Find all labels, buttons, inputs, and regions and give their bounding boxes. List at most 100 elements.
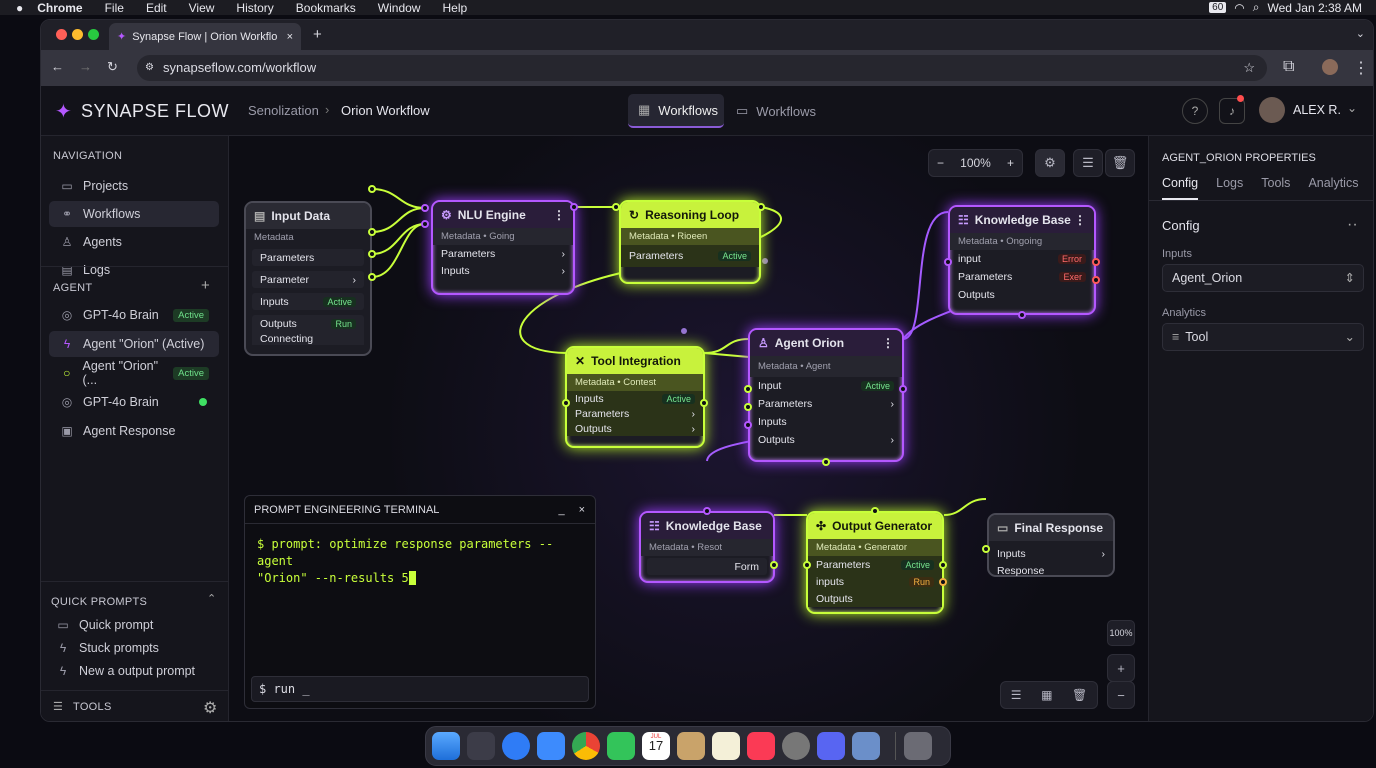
port[interactable] (770, 561, 778, 569)
node-row[interactable]: Response (989, 562, 1113, 579)
port[interactable] (368, 185, 376, 193)
menu-window[interactable]: Window (377, 0, 421, 15)
tab-tools[interactable]: Tools (1261, 176, 1291, 190)
port[interactable] (822, 458, 830, 466)
node-reasoning-loop[interactable]: ↻Reasoning Loop Metadata • Rioeen Parame… (619, 200, 761, 284)
sidebar-agent-orion[interactable]: ○Agent "Orion" (...Active (49, 359, 219, 387)
profile-avatar[interactable] (1322, 59, 1338, 75)
port[interactable] (1092, 258, 1100, 266)
tab-logs[interactable]: Logs (1216, 176, 1244, 190)
system-settings-icon[interactable] (782, 732, 810, 760)
add-agent-button[interactable]: + (201, 277, 210, 294)
minimize-window-button[interactable] (72, 29, 83, 40)
preview-icon[interactable] (852, 732, 880, 760)
launchpad-icon[interactable] (467, 732, 495, 760)
trash-icon[interactable]: 🗑 (1071, 688, 1088, 702)
node-row[interactable]: Outputs› (567, 421, 703, 436)
node-knowledge-base-2[interactable]: ☷Knowledge Base Metadata • Resot Form (639, 511, 775, 583)
node-row[interactable]: Inputs (750, 413, 902, 431)
music-icon[interactable] (747, 732, 775, 760)
port[interactable] (1092, 276, 1100, 284)
tab-workflows[interactable]: ▭Workflows (736, 94, 832, 128)
canvas-filter-button[interactable]: ☰ (1073, 149, 1103, 177)
menu-edit[interactable]: Edit (145, 0, 167, 15)
node-row[interactable]: Parameters (252, 249, 364, 266)
discord-icon[interactable] (817, 732, 845, 760)
port[interactable] (368, 250, 376, 258)
node-row[interactable]: Inputs› (433, 262, 573, 279)
trash-bin-icon[interactable] (904, 732, 932, 760)
port[interactable] (939, 561, 947, 569)
facetime-icon[interactable] (607, 732, 635, 760)
sidebar-agent-gpt4o-2[interactable]: ◎GPT-4o Brain (49, 389, 219, 415)
tab-analytics[interactable]: Analytics (1308, 176, 1359, 190)
node-output-generator[interactable]: ✣Output Generator Metadata • Generator P… (806, 511, 944, 614)
safari-icon[interactable] (502, 732, 530, 760)
quick-prompt-item[interactable]: ▭Quick prompt (45, 613, 220, 636)
tab-close-icon[interactable]: × (286, 30, 293, 43)
menu-view[interactable]: View (188, 0, 215, 15)
wifi-icon[interactable]: ◠ (1234, 0, 1245, 15)
port[interactable] (871, 507, 879, 515)
port[interactable] (744, 403, 752, 411)
close-window-button[interactable] (56, 29, 67, 40)
node-menu-icon[interactable]: ⋮ (1074, 213, 1086, 227)
terminal-input[interactable]: $ run _ (251, 676, 589, 702)
zoom-out-button[interactable]: − (937, 156, 945, 170)
port[interactable] (368, 273, 376, 281)
finder-icon[interactable] (432, 732, 460, 760)
extensions-icon[interactable]: ⧉ (1283, 58, 1295, 75)
node-input-data[interactable]: ▤Input Data Metadata Parameters Paramete… (244, 201, 372, 356)
app-logo-text[interactable]: SYNAPSE FLOW (81, 101, 230, 121)
port[interactable] (700, 399, 708, 407)
menubar-clock[interactable]: Wed Jan 2:38 AM (1267, 0, 1363, 15)
node-row[interactable]: Parameters› (433, 245, 573, 262)
zoom-in-button[interactable]: + (1006, 156, 1014, 170)
sidebar-item-agents[interactable]: ♙Agents (49, 229, 219, 255)
port[interactable] (1018, 311, 1026, 319)
zoom-window-button[interactable] (88, 29, 99, 40)
tools-label[interactable]: TOOLS (73, 701, 112, 713)
node-row[interactable]: Parameters› (750, 395, 902, 413)
tab-search-chevron-icon[interactable]: ⌄ (1355, 28, 1365, 40)
node-final-response[interactable]: ▭Final Response Inputs› Response (987, 513, 1115, 577)
port[interactable] (982, 545, 990, 553)
sidebar-agent-response[interactable]: ▣Agent Response (49, 418, 219, 444)
sidebar-item-logs[interactable]: ▤Logs (49, 257, 219, 283)
node-row[interactable]: Inputs› (989, 545, 1113, 562)
node-menu-icon[interactable]: ⋮ (553, 208, 565, 222)
bookmark-star-icon[interactable]: ☆ (1243, 60, 1255, 75)
port[interactable] (570, 203, 578, 211)
reload-button[interactable]: ↻ (107, 59, 118, 74)
port[interactable] (757, 203, 765, 211)
breadcrumb-parent[interactable]: Senolization (248, 103, 319, 118)
node-tool-integration[interactable]: ✕Tool Integration Metadata • Contest Inp… (565, 346, 705, 448)
notification-bell-icon[interactable]: ♪ (1219, 98, 1245, 124)
node-nlu-engine[interactable]: ⚙NLU Engine⋮ Metadata • Going Parameters… (431, 200, 575, 295)
url-field[interactable]: ⚙ synapseflow.com/workflow ☆ (137, 55, 1267, 81)
settings-gear-icon[interactable]: ⚙ (203, 700, 218, 717)
node-row[interactable]: Outputs (950, 286, 1094, 304)
sidebar-item-projects[interactable]: ▭Projects (49, 173, 219, 199)
user-avatar[interactable] (1259, 97, 1285, 123)
layout-icon[interactable]: ▦ (1041, 688, 1053, 702)
sidebar-item-workflows[interactable]: ⚭Workflows (49, 201, 219, 227)
port[interactable] (612, 203, 620, 211)
contacts-icon[interactable] (677, 732, 705, 760)
forward-button[interactable]: → (79, 59, 92, 74)
port[interactable] (803, 561, 811, 569)
tab-config[interactable]: Config (1162, 176, 1199, 200)
help-icon[interactable]: ? (1182, 98, 1208, 124)
port[interactable] (944, 258, 952, 266)
inputs-select[interactable]: Agent_Orion ⇕ (1162, 264, 1364, 292)
zoom-out-small-button[interactable]: − (1107, 681, 1135, 709)
user-menu-chevron-icon[interactable]: ⌄ (1347, 101, 1358, 115)
analytics-select[interactable]: ≡Tool ⌄ (1162, 323, 1364, 351)
sliders-icon[interactable]: ☰ (1010, 688, 1022, 702)
